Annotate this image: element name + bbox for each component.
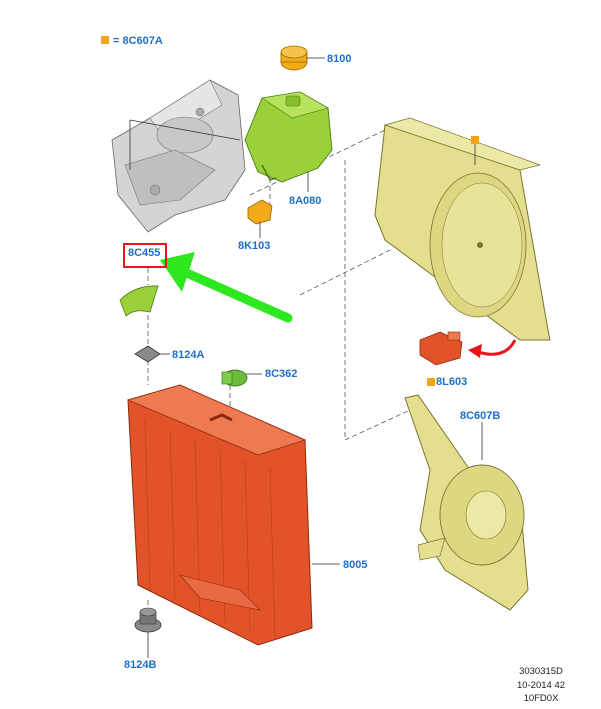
label-radiator[interactable]: 8005	[343, 559, 368, 571]
legend-text: = 8C607A	[113, 35, 163, 47]
footer-line-3: 10FD0X	[523, 693, 559, 704]
legend: = 8C607A	[101, 35, 163, 48]
label-highlighted-part[interactable]: 8C455	[128, 247, 161, 259]
resistor-callout-arrow	[468, 339, 517, 358]
label-isolator-bottom[interactable]: 8124B	[124, 659, 157, 671]
label-small-bracket[interactable]: 8K103	[238, 240, 271, 252]
label-fan-motor[interactable]: 8C607B	[460, 410, 501, 422]
hose-fitting	[221, 369, 248, 387]
coolant-reservoir	[244, 91, 333, 183]
label-cap[interactable]: 8100	[327, 53, 352, 65]
fan-shroud	[374, 117, 551, 341]
footer-line-1: 3030315D	[519, 666, 563, 677]
air-deflector-part	[119, 285, 159, 317]
highlight-box	[123, 243, 167, 268]
resistor-marker	[427, 378, 435, 386]
isolator-top	[134, 345, 161, 363]
highlight-arrow	[160, 252, 293, 323]
label-reservoir[interactable]: 8A080	[289, 195, 322, 207]
body-panel-bracket	[111, 79, 246, 233]
reservoir-cap	[280, 45, 308, 71]
fan-motor-assembly	[404, 394, 529, 611]
shroud-marker	[471, 136, 479, 144]
small-bracket	[247, 199, 273, 225]
label-resistor[interactable]: 8L603	[436, 376, 468, 388]
label-fitting[interactable]: 8C362	[265, 368, 298, 380]
footer-line-2: 10-2014 42	[516, 680, 566, 691]
isolator-bottom	[134, 607, 162, 633]
label-isolator-top[interactable]: 8124A	[172, 349, 205, 361]
legend-marker	[101, 36, 109, 44]
fan-resistor	[419, 331, 463, 366]
radiator	[126, 384, 313, 646]
